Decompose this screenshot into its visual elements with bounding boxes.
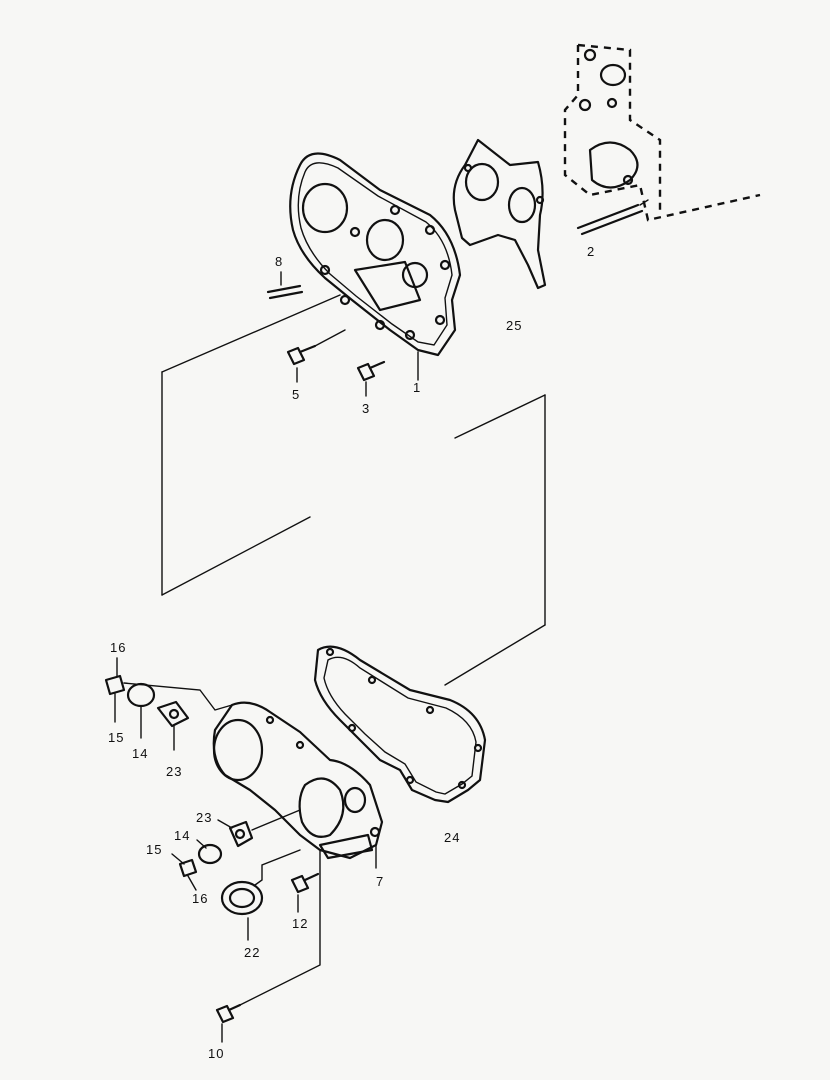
bolt-10 xyxy=(215,849,321,1043)
label-7: 7 xyxy=(376,874,384,889)
label-8: 8 xyxy=(275,254,283,269)
label-1: 1 xyxy=(413,380,421,395)
bolt-3 xyxy=(356,360,386,397)
dowel-pin-8 xyxy=(266,271,304,300)
label-22: 22 xyxy=(244,945,260,960)
engine-block xyxy=(563,43,761,222)
label-16-lower: 16 xyxy=(192,891,208,906)
label-12: 12 xyxy=(292,916,308,931)
front-cover-gasket-24 xyxy=(313,645,487,804)
label-3: 3 xyxy=(362,401,370,416)
label-24: 24 xyxy=(444,830,460,845)
dowel-pin-2 xyxy=(576,199,649,236)
label-23-upper: 23 xyxy=(166,764,182,779)
oil-seal-22 xyxy=(220,849,301,941)
label-15-lower: 15 xyxy=(146,842,162,857)
label-2: 2 xyxy=(587,244,595,259)
label-15-upper: 15 xyxy=(108,730,124,745)
timing-backplate-1 xyxy=(289,152,462,357)
plug-group-lower xyxy=(171,809,301,891)
label-14-upper: 14 xyxy=(132,746,148,761)
front-cover-7 xyxy=(212,701,384,869)
label-25: 25 xyxy=(506,318,522,333)
backplate-gasket-25 xyxy=(452,138,547,290)
label-14-lower: 14 xyxy=(174,828,190,843)
bolt-12 xyxy=(290,872,320,913)
alignment-lines-upper xyxy=(161,294,546,686)
label-5: 5 xyxy=(292,387,300,402)
plug-group-upper xyxy=(104,657,233,751)
label-23-lower: 23 xyxy=(196,810,212,825)
bolt-5 xyxy=(286,329,346,383)
label-16-upper: 16 xyxy=(110,640,126,655)
label-10: 10 xyxy=(208,1046,224,1061)
